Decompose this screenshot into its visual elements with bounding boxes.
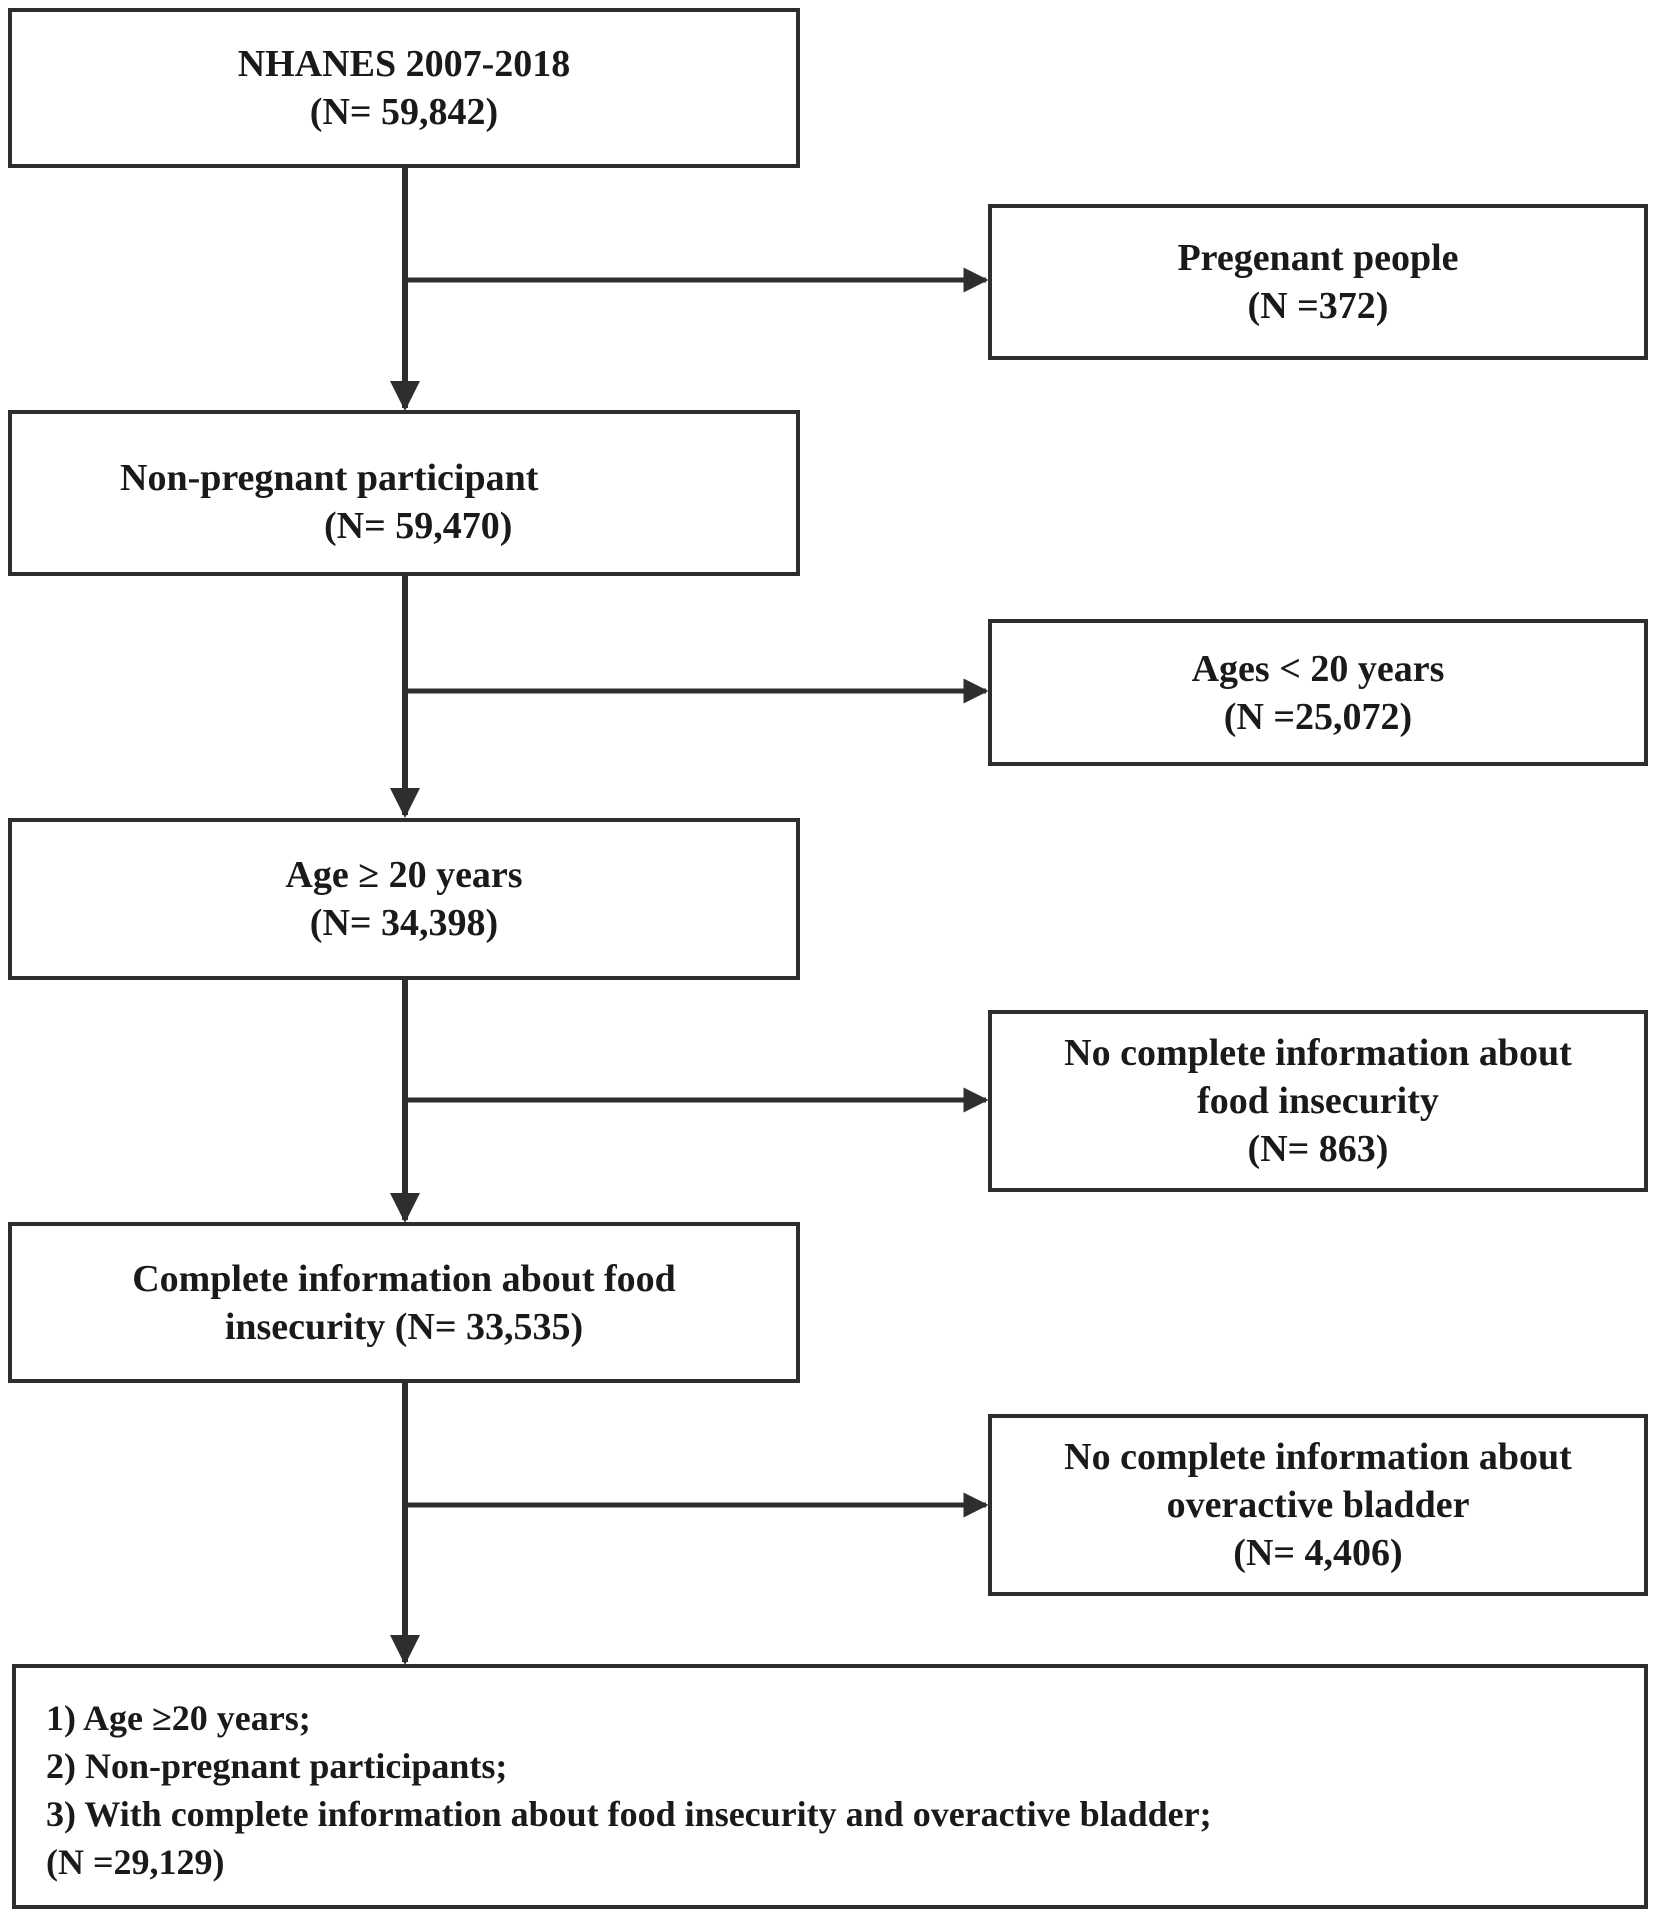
exclusion-box-line: food insecurity [1197,1080,1439,1122]
step-box-line: NHANES 2007-2018 [237,43,571,85]
exclusion-box-food-insecurity: No complete information about food insec… [988,1010,1648,1192]
exclusion-box-line: (N= 4,406) [1233,1532,1403,1574]
final-cohort-box: 1) Age ≥20 years; 2) Non-pregnant partic… [12,1664,1648,1909]
exclusion-box-overactive-bladder: No complete information about overactive… [988,1414,1648,1596]
step-box-non-pregnant: Non-pregnant participant (N= 59,470) [8,410,800,576]
step-box-age: Age ≥ 20 years (N= 34,398) [8,818,800,980]
step-box-line: (N= 59,470) [324,505,513,547]
exclusion-box-line: (N =372) [1247,285,1389,327]
step-box-line: (N= 34,398) [309,902,499,944]
exclusion-box-line: Pregenant people [1177,237,1459,279]
step-box-line: (N= 59,842) [309,91,499,133]
step-box-line: Age ≥ 20 years [285,854,523,896]
exclusion-box-age: Ages < 20 years (N =25,072) [988,619,1648,766]
step-box-line: Non-pregnant participant [120,457,539,499]
final-count-line: (N =29,129) [46,1842,225,1882]
step-box-food-insecurity: Complete information about food insecuri… [8,1222,800,1383]
exclusion-box-line: overactive bladder [1166,1484,1470,1526]
exclusion-box-line: Ages < 20 years [1191,647,1445,690]
step-box-line: insecurity (N= 33,535) [224,1305,584,1348]
step-box-line: Complete information about food [132,1257,676,1300]
step-box-nhanes: NHANES 2007-2018 (N= 59,842) [8,8,800,168]
exclusion-box-line: No complete information about [1064,1436,1572,1478]
exclusion-box-line: (N =25,072) [1223,695,1413,738]
exclusion-box-line: (N= 863) [1247,1128,1389,1170]
exclusion-box-pregnant: Pregenant people (N =372) [988,204,1648,360]
exclusion-box-line: No complete information about [1064,1032,1572,1074]
final-criteria-line: 3) With complete information about food … [46,1794,1212,1834]
final-criteria-line: 1) Age ≥20 years; [46,1698,311,1738]
final-criteria-line: 2) Non-pregnant participants; [46,1746,508,1786]
